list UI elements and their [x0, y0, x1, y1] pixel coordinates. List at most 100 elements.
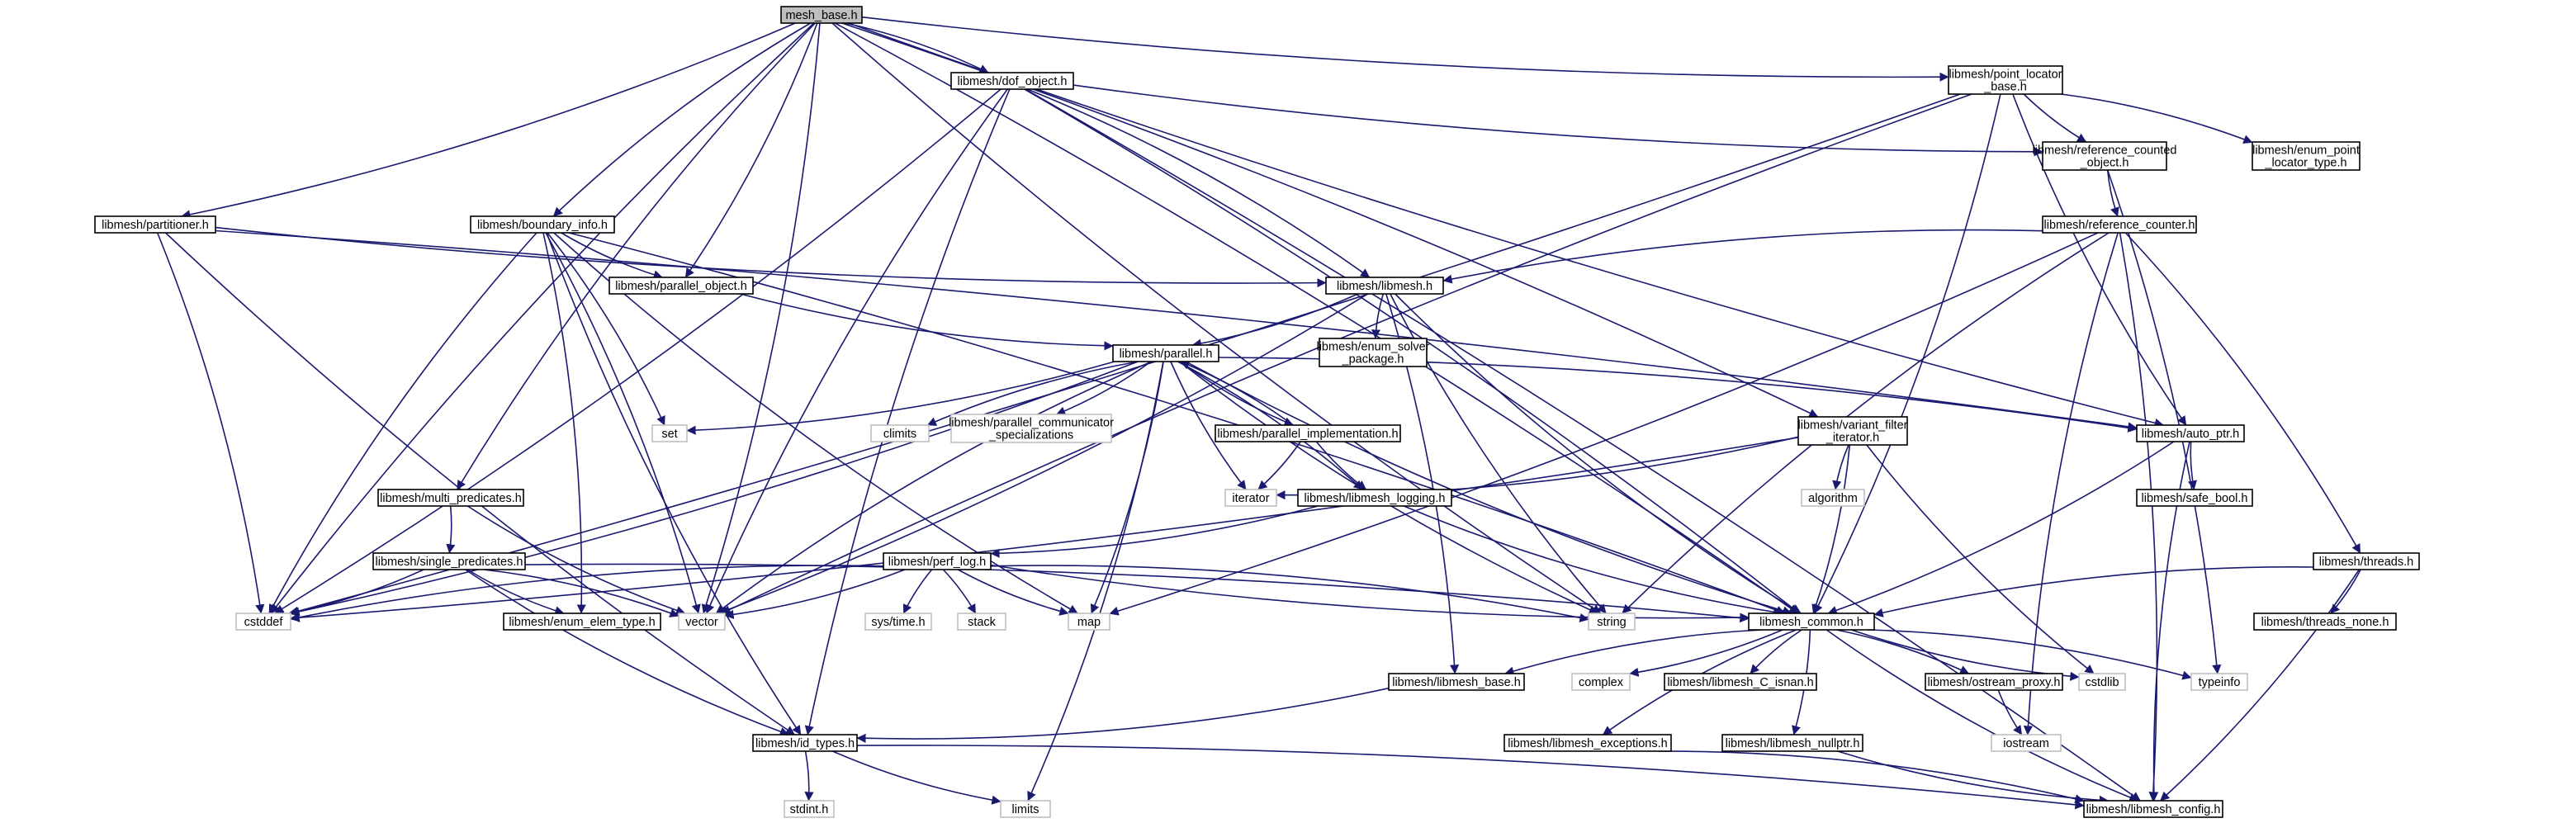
node-libmesh-C-isnan[interactable]: libmesh/libmesh_C_isnan.h — [1664, 673, 1817, 691]
node-reference-counter[interactable]: libmesh/reference_counter.h — [2042, 215, 2197, 234]
edge-perf-log-to-sys-time — [902, 569, 933, 614]
node-single-predicates[interactable]: libmesh/single_predicates.h — [372, 552, 526, 570]
edge-point-locator-base-to-auto-ptr — [2012, 93, 2187, 426]
node-enum-point-locator-type[interactable]: libmesh/enum_point_locator_type.h — [2252, 141, 2361, 171]
edge-single-predicates-to-id-types — [465, 569, 789, 736]
node-variant-filter-iterator[interactable]: libmesh/variant_filter_iterator.h — [1797, 416, 1908, 446]
node-box — [1000, 800, 1051, 818]
edge-single-predicates-to-cstddef — [288, 569, 424, 617]
edge-libmesh-common-to-libmesh-C-isnan — [1750, 629, 1802, 674]
node-box — [2190, 673, 2248, 691]
edge-single-predicates-to-libmesh-common — [524, 563, 1750, 623]
edge-point-locator-base-to-cstddef — [289, 93, 1961, 616]
node-box — [1588, 613, 1636, 631]
node-mesh-base[interactable]: mesh_base.h — [780, 6, 863, 24]
edge-perf-log-to-stack — [942, 569, 977, 614]
edge-boundary-info-to-vector — [545, 232, 701, 614]
node-dof-object[interactable]: libmesh/dof_object.h — [950, 72, 1074, 90]
node-box — [2078, 673, 2126, 691]
node-perf-log[interactable]: libmesh/perf_log.h — [883, 552, 992, 570]
node-box — [1224, 489, 1277, 507]
node-label: _specializations — [988, 429, 1073, 442]
node-partitioner[interactable]: libmesh/partitioner.h — [94, 215, 216, 234]
node-libmesh-logging[interactable]: libmesh/libmesh_logging.h — [1297, 489, 1452, 507]
edge-reference-counter-to-string — [1622, 232, 2110, 614]
node-parallel[interactable]: libmesh/parallel.h — [1112, 344, 1219, 362]
node-id-types[interactable]: libmesh/id_types.h — [752, 734, 858, 752]
node-ostream-proxy[interactable]: libmesh/ostream_proxy.h — [1925, 673, 2063, 691]
node-typeinfo: typeinfo — [2190, 673, 2248, 691]
node-box — [2313, 552, 2420, 570]
node-threads[interactable]: libmesh/threads.h — [2313, 552, 2420, 570]
edge-libmesh-common-to-complex — [1629, 629, 1783, 677]
node-box — [883, 552, 992, 570]
node-label: libmesh/enum_elem_type.h — [509, 616, 655, 629]
node-sys-time: sys/time.h — [864, 613, 932, 631]
node-label: limits — [1011, 803, 1039, 816]
node-label: libmesh/dof_object.h — [958, 75, 1068, 88]
node-auto-ptr[interactable]: libmesh/auto_ptr.h — [2136, 424, 2245, 442]
node-box — [752, 734, 858, 752]
node-reference-counted-object[interactable]: libmesh/reference_counted_object.h — [2033, 141, 2177, 171]
node-boundary-info[interactable]: libmesh/boundary_info.h — [470, 215, 615, 234]
node-label: libmesh/libmesh.h — [1337, 280, 1432, 293]
edge-parallel-to-cstddef — [290, 361, 1139, 617]
edge-reference-counter-to-iostream — [2023, 232, 2119, 735]
node-label: libmesh/partitioner.h — [102, 219, 209, 232]
edge-libmesh-common-to-ostream-proxy — [1836, 629, 1970, 674]
node-box — [957, 613, 1006, 631]
node-box — [235, 613, 291, 631]
node-multi-predicates[interactable]: libmesh/multi_predicates.h — [377, 489, 524, 507]
edge-boundary-info-to-parallel-object — [561, 232, 663, 280]
edge-libmesh-base-to-id-types — [856, 687, 1390, 743]
edge-perf-log-to-cstddef — [290, 565, 884, 622]
node-parallel-object[interactable]: libmesh/parallel_object.h — [608, 277, 754, 295]
node-libmesh-nullptr[interactable]: libmesh/libmesh_nullptr.h — [1721, 734, 1863, 752]
edge-libmesh-exceptions-to-libmesh-config — [1658, 750, 2085, 804]
edge-ostream-proxy-to-iostream — [1997, 689, 2023, 735]
node-safe-bool[interactable]: libmesh/safe_bool.h — [2136, 489, 2253, 507]
edge-parallel-implementation-to-parallel — [1180, 360, 1294, 426]
node-box — [1388, 673, 1525, 691]
edge-mesh-base-to-dof-object — [845, 22, 989, 73]
edge-parallel-to-libmesh-common — [1185, 361, 1792, 616]
edge-variant-filter-iterator-to-algorithm — [1832, 444, 1849, 490]
node-label: libmesh/libmesh_nullptr.h — [1726, 737, 1860, 750]
node-label: libmesh/parallel.h — [1120, 348, 1213, 361]
edge-variant-filter-iterator-to-cstdlib — [1866, 444, 2095, 674]
edge-multi-predicates-to-vector — [466, 505, 686, 615]
node-label: complex — [1579, 676, 1624, 689]
node-label: stdint.h — [790, 803, 829, 816]
node-libmesh-config[interactable]: libmesh/libmesh_config.h — [2083, 800, 2223, 818]
node-label: libmesh/multi_predicates.h — [380, 492, 522, 505]
node-libmesh-exceptions[interactable]: libmesh/libmesh_exceptions.h — [1503, 734, 1672, 752]
edge-parallel-to-set — [686, 361, 1115, 435]
node-complex: complex — [1571, 673, 1631, 691]
node-libmesh-base[interactable]: libmesh/libmesh_base.h — [1388, 673, 1525, 691]
node-libmesh[interactable]: libmesh/libmesh.h — [1325, 277, 1444, 295]
edge-partitioner-to-cstddef — [156, 232, 265, 614]
edge-variant-filter-iterator-to-libmesh-common — [1811, 444, 1851, 614]
edge-dof-object-to-libmesh-config — [1025, 88, 2141, 802]
node-label: libmesh/ostream_proxy.h — [1928, 676, 2061, 689]
node-iostream: iostream — [1991, 734, 2062, 752]
node-libmesh-common[interactable]: libmesh_common.h — [1748, 613, 1875, 631]
edge-boundary-info-to-id-types — [546, 232, 802, 735]
edge-parallel-implementation-to-iterator — [1257, 441, 1301, 490]
edge-mesh-base-to-auto-ptr — [848, 22, 2164, 428]
node-label: libmesh/perf_log.h — [888, 556, 987, 569]
edge-libmesh-to-vector — [717, 293, 1369, 615]
node-vector: vector — [678, 613, 726, 631]
node-box — [1215, 424, 1401, 442]
node-label: libmesh/threads_none.h — [2261, 616, 2389, 629]
node-label: libmesh/parallel_communicator — [949, 417, 1114, 430]
node-enum-elem-type[interactable]: libmesh/enum_elem_type.h — [503, 613, 661, 631]
node-box — [1503, 734, 1672, 752]
node-parallel-implementation[interactable]: libmesh/parallel_implementation.h — [1215, 424, 1401, 442]
edge-perf-log-to-map — [957, 569, 1069, 616]
node-threads-none[interactable]: libmesh/threads_none.h — [2253, 613, 2397, 631]
node-label: libmesh/libmesh_exceptions.h — [1508, 737, 1667, 750]
node-point-locator-base[interactable]: libmesh/point_locator_base.h — [1948, 65, 2063, 95]
node-enum-solver-package[interactable]: libmesh/enum_solver_package.h — [1316, 338, 1430, 367]
node-label: libmesh/variant_filter — [1798, 419, 1908, 433]
